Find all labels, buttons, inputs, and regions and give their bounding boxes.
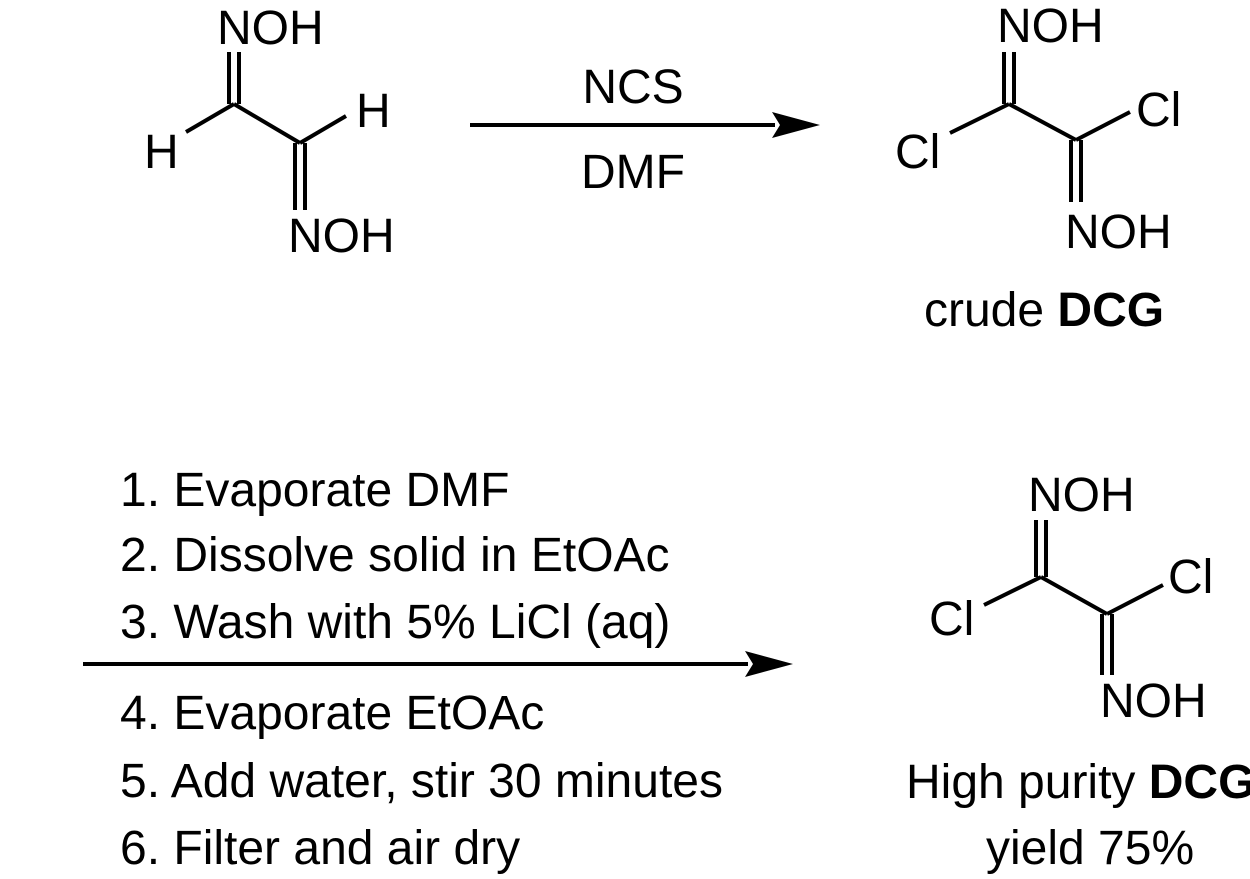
oxime-group-top: NOH <box>997 0 1104 53</box>
caption-compound-name: DCG <box>1057 284 1164 337</box>
carbon-carbon-bond <box>1008 102 1077 142</box>
arrow-head <box>745 651 793 677</box>
bond-to-cl-right <box>1106 583 1164 616</box>
step-3: 3. Wash with 5% LiCl (aq) <box>120 596 670 649</box>
chlorine-right: Cl <box>1168 551 1213 604</box>
step-4: 4. Evaporate EtOAc <box>120 687 544 740</box>
oxime-group-bottom: NOH <box>288 210 395 263</box>
yield-label: yield 75% <box>986 822 1194 875</box>
hydrogen-left: H <box>144 126 179 179</box>
crude-dcg-structure: NOH Cl Cl NOH crude DCG <box>895 0 1181 337</box>
caption-prefix: High purity <box>906 756 1149 809</box>
chlorine-right: Cl <box>1136 84 1181 137</box>
bond-to-cl-right <box>1075 110 1131 142</box>
glyoxime-structure: NOH H H NOH <box>144 2 395 263</box>
bond-to-h-right <box>298 114 348 145</box>
oxime-group-bottom: NOH <box>1100 675 1207 728</box>
chlorine-left: Cl <box>929 593 974 646</box>
reaction-arrow-1: NCS DMF <box>470 61 820 199</box>
oxime-group-top: NOH <box>1028 469 1135 522</box>
step-2: 2. Dissolve solid in EtOAc <box>120 529 670 582</box>
workup-steps: 1. Evaporate DMF 2. Dissolve solid in Et… <box>120 464 723 875</box>
oxime-group-top: NOH <box>217 2 324 55</box>
bond-to-cl-left <box>983 575 1042 607</box>
step-1: 1. Evaporate DMF <box>120 464 509 517</box>
chlorine-left: Cl <box>895 126 940 179</box>
reaction-arrow-2 <box>83 651 793 677</box>
bond-to-h-left <box>184 102 236 134</box>
step-5: 5. Add water, stir 30 minutes <box>120 755 723 808</box>
oxime-group-bottom: NOH <box>1065 206 1172 259</box>
high-purity-dcg-caption: High purity DCG <box>906 756 1250 809</box>
crude-dcg-caption: crude DCG <box>924 284 1164 337</box>
caption-prefix: crude <box>924 284 1057 337</box>
solvent-dmf: DMF <box>581 146 685 199</box>
hydrogen-right: H <box>356 85 391 138</box>
reagent-ncs: NCS <box>582 61 683 114</box>
bond-to-cl-left <box>949 102 1010 135</box>
high-purity-dcg-structure: NOH Cl Cl NOH High purity DCG yield 75% <box>906 469 1250 875</box>
arrow-head <box>772 112 820 138</box>
carbon-carbon-bond <box>232 102 302 145</box>
carbon-carbon-bond <box>1040 575 1108 616</box>
caption-compound-name: DCG <box>1149 756 1250 809</box>
step-6: 6. Filter and air dry <box>120 822 520 875</box>
